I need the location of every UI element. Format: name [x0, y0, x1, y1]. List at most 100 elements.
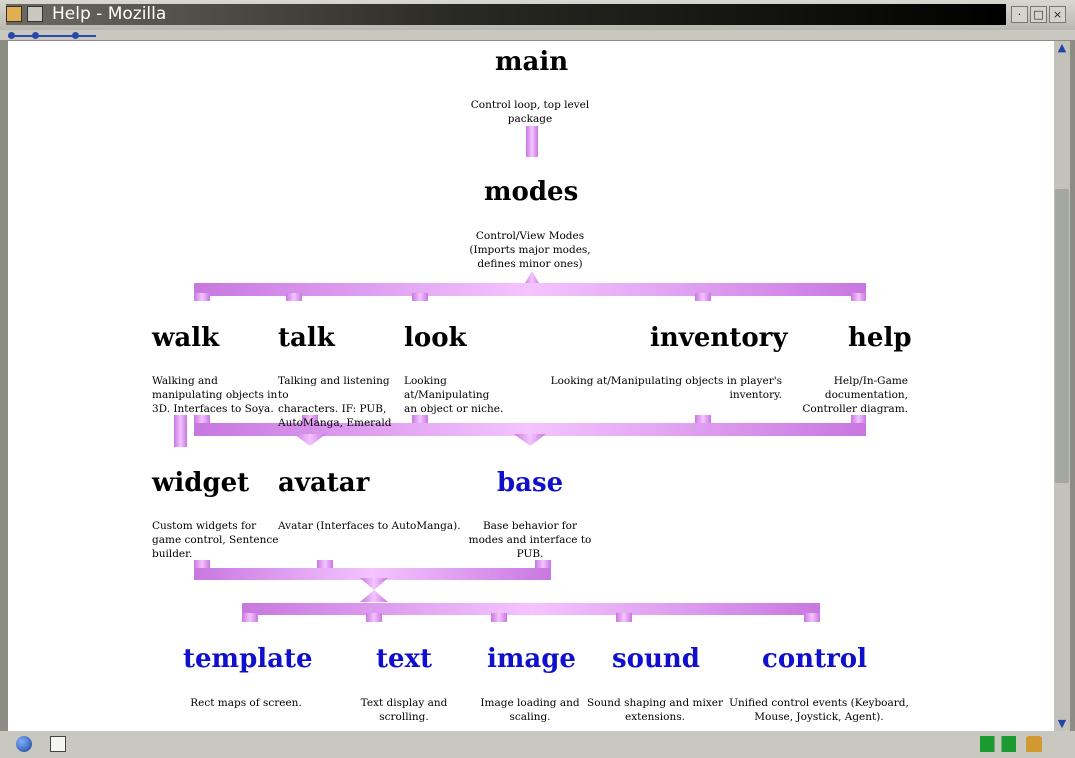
node-widget-title: widget [152, 468, 250, 498]
connector [194, 568, 551, 580]
node-modes-title: modes [484, 177, 579, 207]
desc-line: documentation, [824, 389, 908, 401]
desc-line: Unified control events (Keyboard, [729, 697, 909, 709]
node-base-desc: Base behavior for modes and interface to… [455, 519, 605, 561]
node-template-link[interactable]: template [183, 644, 313, 674]
connector [491, 613, 507, 622]
vertical-scrollbar[interactable]: ▲ ▼ [1054, 41, 1070, 731]
node-control-desc: Unified control events (Keyboard, Mouse,… [719, 696, 919, 724]
desc-line: AutoManga, Emerald [278, 417, 392, 429]
node-sound-link[interactable]: sound [612, 644, 700, 674]
desc-line: Talking and listening to [278, 375, 390, 401]
node-help-title: help [848, 323, 912, 353]
desc-line: Controller diagram. [802, 403, 908, 415]
title-bar-gradient [6, 4, 1006, 25]
minimize-button[interactable]: · [1011, 6, 1028, 23]
connector [851, 293, 866, 301]
status-bar [0, 731, 1075, 758]
desc-line: game control, Sentence [152, 534, 279, 546]
connector [616, 613, 632, 622]
connector [174, 415, 187, 447]
desc-line: PUB. [516, 548, 544, 560]
node-image-link[interactable]: image [487, 644, 576, 674]
node-sound-desc: Sound shaping and mixer extensions. [585, 696, 725, 724]
desc-line: defines minor ones) [477, 258, 583, 270]
desc-line: package [507, 113, 553, 125]
pin-icon[interactable] [27, 6, 43, 22]
desc-line: Help/In-Game [833, 375, 908, 387]
desc-line: Mouse, Joystick, Agent). [754, 711, 884, 723]
desc-line: Looking at/Manipulating objects in playe… [550, 375, 782, 387]
node-main-desc: Control loop, top level package [430, 98, 630, 126]
close-button[interactable]: × [1049, 6, 1066, 23]
grip-dot [8, 32, 15, 39]
connector [194, 423, 866, 436]
node-look-desc: Looking at/Manipulating an object or nic… [404, 374, 534, 416]
scroll-up-icon[interactable]: ▲ [1057, 41, 1067, 54]
edit-icon[interactable] [50, 736, 66, 752]
node-base-link[interactable]: base [497, 468, 564, 498]
connector [360, 578, 388, 602]
node-template-desc: Rect maps of screen. [171, 696, 321, 710]
node-text-link[interactable]: text [376, 644, 433, 674]
window-menu-icon[interactable] [6, 6, 22, 22]
connector [526, 126, 538, 157]
grip-dot [72, 32, 79, 39]
desc-line: Looking at/Manipulating [404, 375, 490, 401]
window-title: Help - Mozilla [52, 4, 167, 24]
online-status-icon[interactable] [980, 736, 1016, 752]
connector [412, 415, 428, 425]
desc-line: modes and interface to [468, 534, 592, 546]
connector [695, 415, 711, 425]
toolbar-grip[interactable] [0, 30, 1075, 40]
desc-line: an object or niche. [404, 403, 504, 415]
node-walk-title: walk [152, 323, 220, 353]
maximize-button[interactable]: □ [1030, 6, 1047, 23]
connector [851, 415, 866, 425]
node-control-link[interactable]: control [762, 644, 868, 674]
node-look-title: look [404, 323, 467, 353]
connector [194, 293, 210, 301]
scroll-thumb[interactable] [1055, 189, 1069, 483]
connector [286, 293, 302, 301]
connector [294, 434, 326, 446]
node-talk-desc: Talking and listening to characters. IF:… [278, 374, 403, 430]
scroll-down-icon[interactable]: ▼ [1057, 717, 1067, 730]
desc-line: manipulating objects in [152, 389, 278, 401]
desc-line: Base behavior for [482, 520, 578, 532]
desc-line: characters. IF: PUB, [278, 403, 387, 415]
node-text-desc: Text display and scrolling. [344, 696, 464, 724]
desc-line: Custom widgets for [152, 520, 257, 532]
desc-line: 3D. Interfaces to Soya. [152, 403, 274, 415]
connector [194, 283, 866, 296]
desc-line: inventory. [729, 389, 782, 401]
node-help-desc: Help/In-Game documentation, Controller d… [768, 374, 908, 416]
page-content: main Control loop, top level package mod… [8, 41, 1054, 731]
globe-icon[interactable] [16, 736, 32, 752]
desc-line: extensions. [625, 711, 685, 723]
connector [412, 293, 428, 301]
desc-line: Control loop, top level [470, 99, 590, 111]
connector [535, 560, 551, 570]
desc-line: Control/View Modes [475, 230, 585, 242]
node-talk-title: talk [278, 323, 335, 353]
desc-line: Rect maps of screen. [190, 697, 302, 709]
desc-line: builder. [152, 548, 193, 560]
lock-icon[interactable] [1026, 736, 1042, 752]
connector [242, 613, 258, 622]
node-inventory-title: inventory [650, 323, 788, 353]
node-avatar-desc: Avatar (Interfaces to AutoManga). [278, 519, 478, 533]
desc-line: scrolling. [379, 711, 429, 723]
desc-line: scaling. [509, 711, 551, 723]
node-avatar-title: avatar [278, 468, 370, 498]
connector [242, 603, 820, 615]
connector [302, 415, 318, 425]
connector [317, 560, 333, 570]
connector [514, 434, 546, 446]
desc-line: Walking and [152, 375, 218, 387]
connector [194, 560, 210, 570]
desc-line: Avatar (Interfaces to AutoManga). [278, 520, 461, 532]
desc-line: Sound shaping and mixer [587, 697, 723, 709]
node-main-title: main [495, 47, 569, 77]
grip-line [8, 35, 96, 37]
